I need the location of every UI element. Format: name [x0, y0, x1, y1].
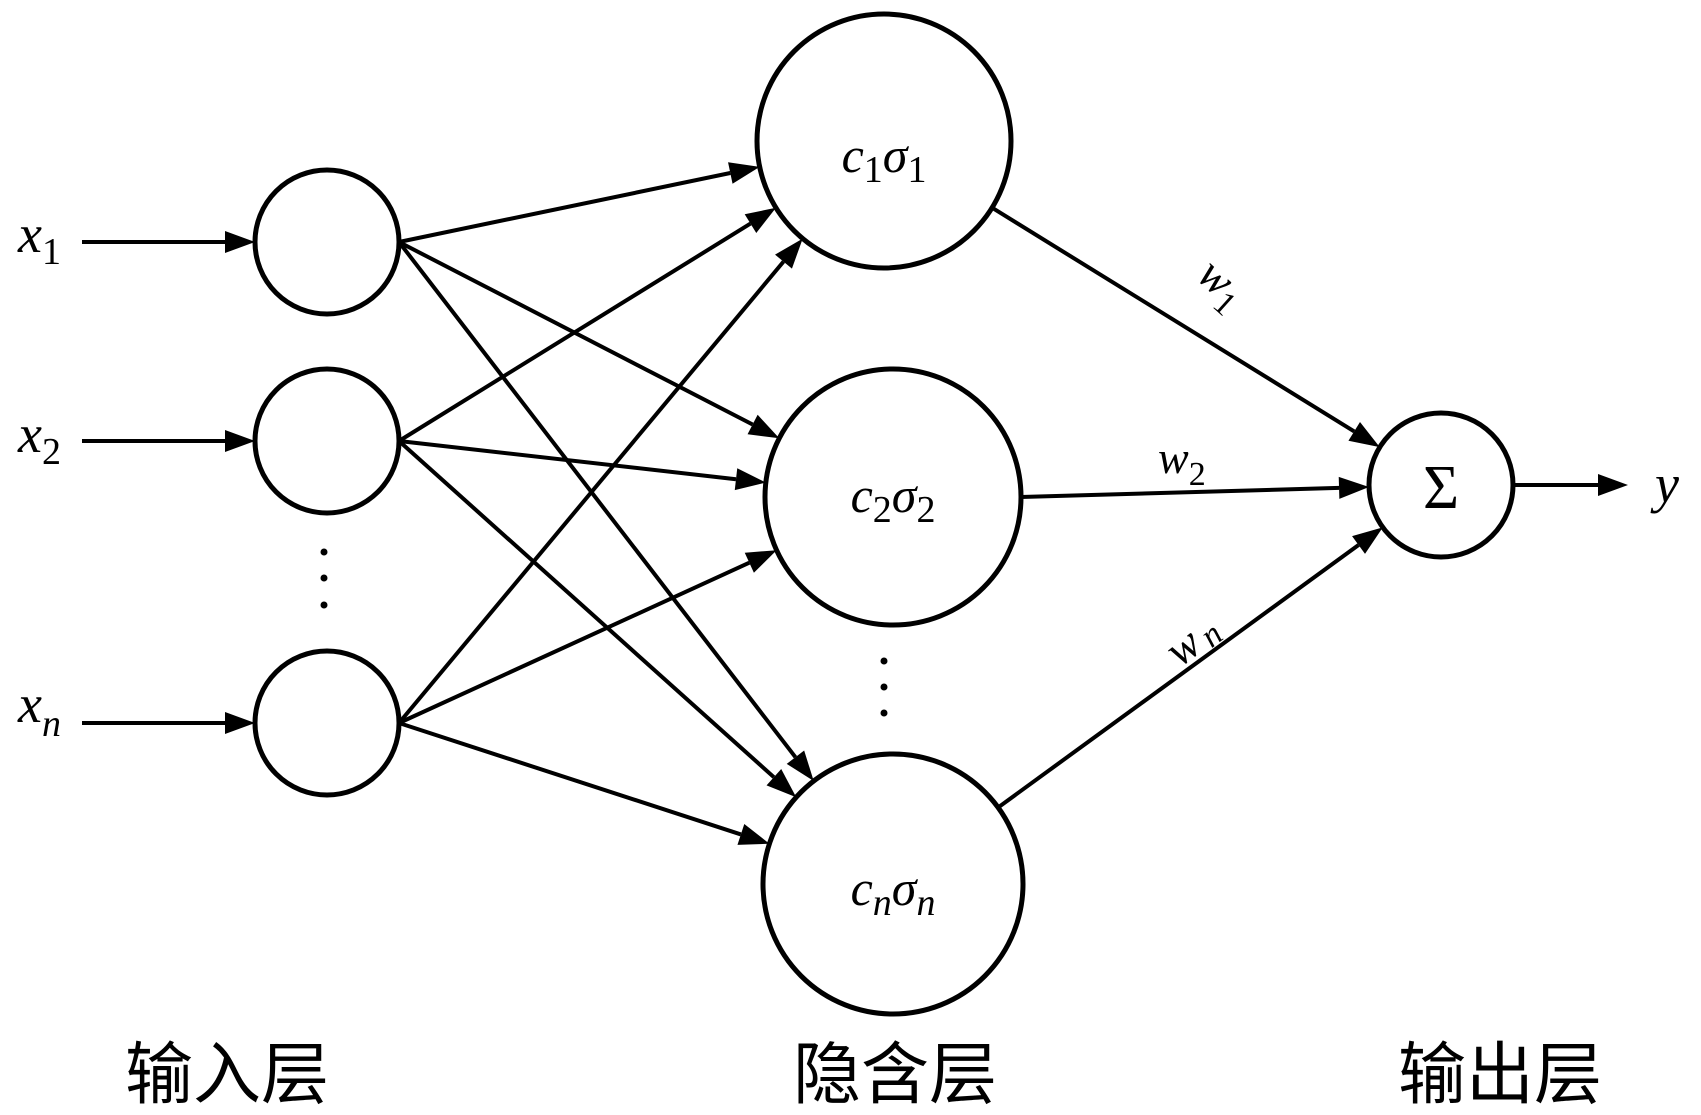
edge-input1-hidden3-arrowhead: [786, 750, 814, 781]
input-node-1: [252, 167, 402, 317]
hidden-ellipsis: [880, 657, 888, 717]
edge-input2-hidden1-arrowhead: [744, 207, 776, 233]
edge-input3-hidden2-arrowhead: [744, 550, 777, 573]
hidden-node-2: [762, 366, 1024, 628]
edge-input2-hidden1: [397, 221, 752, 443]
weighted-edge-2-arrowhead: [1338, 476, 1370, 499]
input-arrow-1-arrowhead: [225, 231, 255, 253]
ellipsis-dot: [880, 657, 888, 665]
edge-input2-hidden2: [398, 439, 737, 482]
ellipsis-dot: [320, 601, 328, 609]
output-label-y: y: [1650, 454, 1679, 514]
output-layer-label: 输出层: [1398, 1036, 1602, 1115]
ellipsis-dot: [320, 548, 328, 556]
edge-input3-hidden3-arrowhead: [737, 823, 770, 845]
input-layer-label: 输入层: [125, 1036, 329, 1115]
ellipsis-dot: [320, 574, 328, 582]
input-arrow-2-arrowhead: [225, 430, 255, 452]
hidden-label-n: cnσn: [851, 860, 936, 924]
edge-input1-hidden1-arrowhead: [728, 162, 760, 184]
edge-input3-hidden1-arrowhead: [775, 238, 803, 269]
input-node-2: [252, 366, 402, 516]
weighted-edge-1: [991, 206, 1356, 434]
edge-input3-hidden1: [397, 260, 786, 725]
input-ellipsis: [320, 548, 328, 609]
weight-label-1: w1: [1183, 248, 1258, 324]
ellipsis-dot: [880, 683, 888, 691]
input-label-1: x1: [17, 204, 61, 273]
edge-input3-hidden3: [398, 721, 742, 837]
input-arrow-3-arrowhead: [225, 712, 255, 734]
input-label-n: xn: [17, 674, 61, 745]
edge-input1-hidden3: [397, 240, 798, 759]
weighted-edge-2: [1020, 485, 1340, 499]
weighted-edge-3: [996, 543, 1360, 810]
edge-input3-hidden2: [398, 560, 751, 725]
weight-label-2: w2: [1158, 432, 1206, 493]
weighted-edge-3-arrowhead: [1352, 527, 1383, 554]
sigma-symbol: Σ: [1423, 454, 1459, 522]
hidden-layer-label: 隐含层: [793, 1036, 997, 1115]
ellipsis-dot: [880, 709, 888, 717]
edge-input1-hidden1: [398, 171, 731, 244]
hidden-label-1: c1σ1: [842, 127, 927, 191]
input-label-2: x2: [17, 404, 61, 473]
edge-input2-hidden2-arrowhead: [734, 468, 766, 491]
edges-layer: [82, 162, 1628, 845]
edge-input2-hidden3: [397, 439, 776, 779]
edge-input2-hidden3-arrowhead: [766, 768, 797, 798]
hidden-node-n: [760, 751, 1026, 1017]
weight-label-n: wn: [1155, 603, 1230, 678]
output-sum-node: [1366, 410, 1516, 560]
hidden-node-1: [754, 11, 1014, 271]
input-node-n: [252, 648, 402, 798]
hidden-label-2: c2σ2: [851, 467, 936, 531]
output-arrow-arrowhead: [1598, 474, 1628, 496]
edge-input1-hidden2-arrowhead: [747, 414, 780, 439]
weighted-edge-1-arrowhead: [1348, 422, 1380, 448]
